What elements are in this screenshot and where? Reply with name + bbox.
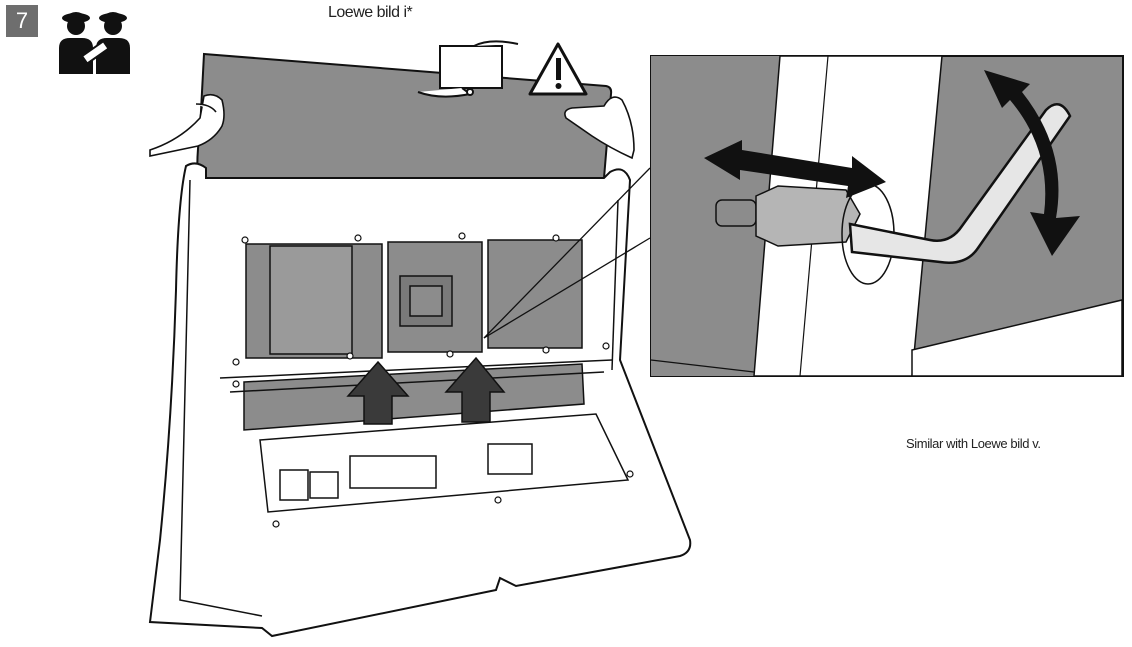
page-title: Loewe bild i* [328,4,413,21]
caution-warning-icon [528,42,588,96]
back-panels [243,239,585,431]
detail-zoom-box [650,55,1124,377]
step-number-badge: 7 [6,5,38,37]
up-arrows [346,356,506,425]
screws [232,232,634,528]
two-person-icon [59,12,130,74]
similar-note: Similar with Loewe bild v. [906,436,1041,451]
hands [149,93,635,160]
zoom-callout-lines [483,167,651,339]
handle-with-care-icon [417,40,519,98]
